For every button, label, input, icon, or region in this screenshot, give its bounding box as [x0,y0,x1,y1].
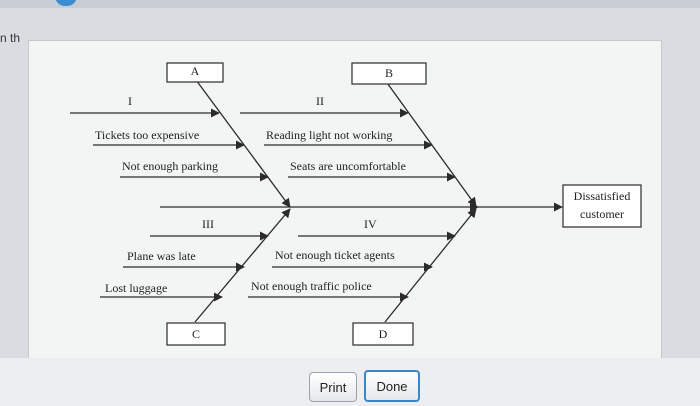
box-b [351,62,427,85]
print-button[interactable]: Print [309,372,357,402]
done-button[interactable]: Done [364,370,420,402]
cause-luggage-label: Lost luggage [105,281,168,295]
category-ii-label: II [316,94,324,108]
bone-d [384,208,477,323]
effect-label-line2: customer [580,207,624,221]
category-i-label: I [128,94,132,108]
box-d [352,322,414,346]
diagram-panel [28,40,662,360]
category-iv-label: IV [364,217,377,231]
cause-reading-light-label: Reading light not working [266,128,393,142]
category-iii-label: III [202,217,214,231]
top-tab-button[interactable] [55,0,77,6]
bone-b [384,79,477,207]
cause-parking-label: Not enough parking [122,159,218,173]
box-b-label: B [384,66,393,80]
box-c-label: C [191,327,200,341]
top-strip [0,0,700,8]
box-c [166,322,226,346]
cause-tickets-label: Tickets too expensive [95,128,200,142]
cutoff-text: n th [0,31,21,45]
box-d-label: D [378,327,388,341]
effect-label-line1: Dissatisfied [573,189,631,203]
bone-a [195,79,291,208]
box-effect [562,184,642,228]
cause-traffic-police-label: Not enough traffic police [251,279,372,293]
cause-plane-late-label: Plane was late [127,249,196,263]
box-a-label: A [190,64,200,78]
cause-ticket-agents-label: Not enough ticket agents [275,248,395,262]
cause-seats-label: Seats are uncomfortable [290,159,406,173]
box-a [166,62,224,83]
